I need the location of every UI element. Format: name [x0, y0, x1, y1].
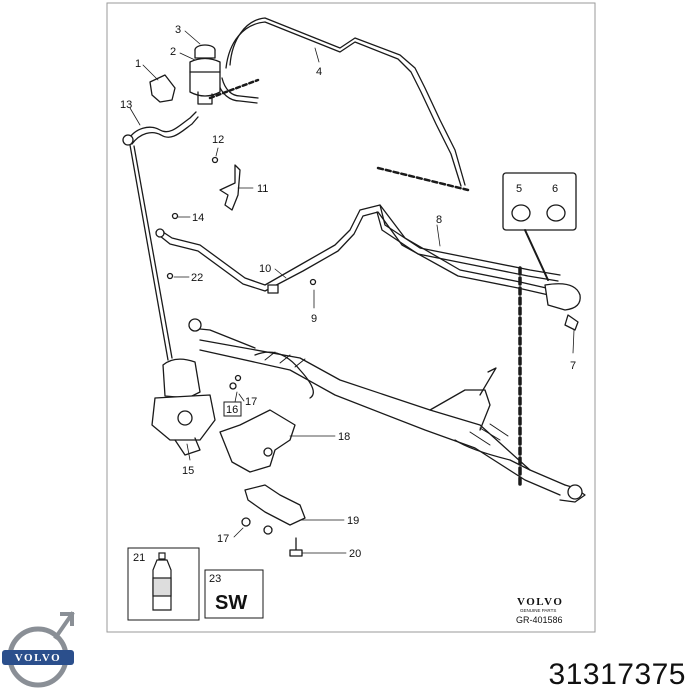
svg-text:SW: SW — [215, 592, 247, 614]
diagram-frame — [106, 2, 596, 633]
dashed-connector — [376, 166, 470, 192]
volvo-logo: VOLVO — [2, 611, 75, 688]
brand-stamp: VOLVO — [517, 596, 563, 608]
callout-15: 15 — [182, 465, 194, 477]
callout-13: 13 — [120, 99, 132, 111]
drawing-reference: GR-401586 — [516, 615, 563, 625]
part-number: 31317375 — [548, 658, 686, 691]
callout-14: 14 — [192, 212, 204, 224]
fluid-box: 21 — [127, 547, 200, 621]
seal-ring — [546, 204, 566, 222]
callout-11: 11 — [257, 183, 268, 195]
steering-rack — [188, 318, 586, 503]
return-hose — [127, 111, 197, 141]
callout-9: 9 — [311, 313, 317, 325]
reservoir-bracket — [149, 74, 176, 103]
seal-ring — [511, 204, 531, 222]
callout-10: 10 — [259, 263, 271, 275]
callout-5: 5 — [516, 183, 522, 195]
svg-text:21: 21 — [133, 552, 145, 564]
hose-fitting — [544, 283, 581, 311]
callout-1: 1 — [135, 58, 141, 70]
seal-ring-box — [502, 172, 577, 231]
brand-stamp-subtext: GENUINE PARTS — [520, 608, 556, 613]
callout-17: 17 — [245, 396, 257, 408]
dashed-connector — [208, 78, 260, 100]
callout-6: 6 — [552, 183, 558, 195]
callout-22: 22 — [191, 272, 203, 284]
callout-3: 3 — [175, 24, 181, 36]
svg-text:VOLVO: VOLVO — [15, 652, 61, 664]
feed-hose — [155, 204, 561, 297]
callout-16: 16 — [226, 404, 238, 416]
reservoir — [189, 44, 221, 105]
callout-18: 18 — [338, 431, 350, 443]
callout-8: 8 — [436, 214, 442, 226]
callout-2: 2 — [170, 46, 176, 58]
sw-box: 23 SW — [204, 569, 264, 619]
hose-bracket — [219, 164, 241, 211]
callout-20: 20 — [349, 548, 361, 560]
pressure-hose — [229, 17, 466, 186]
bolt — [289, 537, 303, 557]
power-steering-pump — [151, 358, 216, 456]
fluid-bottle-icon — [152, 552, 172, 611]
callout-12: 12 — [212, 134, 224, 146]
pump-bracket — [219, 409, 296, 473]
callout-7: 7 — [570, 360, 576, 372]
callout-box-16 — [223, 401, 242, 417]
callout-19: 19 — [347, 515, 359, 527]
mounting-plate — [244, 484, 306, 526]
callout-17: 17 — [217, 533, 229, 545]
callout-4: 4 — [316, 66, 322, 78]
svg-text:23: 23 — [209, 573, 221, 585]
